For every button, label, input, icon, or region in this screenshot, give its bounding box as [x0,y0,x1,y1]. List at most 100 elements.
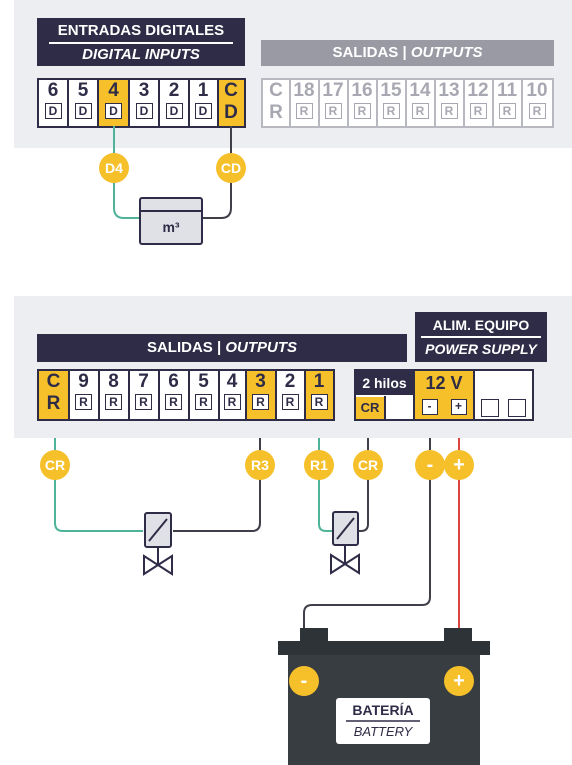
terminal-type: R [195,394,212,410]
wire-negative [303,478,431,668]
relay-terminal-block [37,369,335,421]
terminal-type: R [324,103,342,119]
divider [128,371,130,419]
terminal-type: R [281,394,299,410]
divider [128,80,130,126]
terminal-number: 4 [108,80,119,101]
minus-symbol: - [421,399,438,415]
outputs-title-en: OUTPUTS [225,339,298,356]
input-terminal-2: 2 D [160,80,188,126]
input-terminal-1: 1 D [189,80,217,126]
relay-terminal-2: 2 R [276,371,304,419]
divider [158,371,160,419]
terminal-number: 15 [380,80,402,101]
terminal-type: R [528,103,546,119]
wire-d4-meter [113,182,140,219]
divider [473,371,475,419]
terminal-number: 17 [322,80,344,101]
terminal-type: R [165,394,182,410]
divider [97,80,99,126]
badge-cd: CD [216,153,246,183]
battery-title: BATERÍA [352,702,414,718]
terminal-number: 18 [293,80,315,101]
battery-minus-terminal: - [289,666,319,696]
terminal-type: R [498,103,516,119]
terminal-number: 16 [351,80,373,101]
outputs-title-es: SALIDAS | [146,339,226,356]
outputs-title-en: OUTPUTS [410,44,483,61]
digital-inputs-banner: ENTRADAS DIGITALES DIGITAL INPUTS [37,18,245,66]
terminal-number: 14 [409,80,431,101]
input-terminal-4: 4 D [99,80,128,126]
relay-terminal-8: 8 R [99,371,128,419]
divider [217,80,219,126]
water-meter-icon [139,197,203,245]
output-terminal-13: 13 R [435,80,463,126]
terminal-number: 1 [197,80,209,101]
wire-cr-valve1 [54,478,143,532]
outputs-title-es: SALIDAS | [332,44,411,61]
relay-terminal-5: 5 R [189,371,218,419]
terminal-number: 2 [168,80,180,101]
terminal-type: R [75,394,92,410]
divider [98,371,100,419]
terminal-number: 13 [438,80,460,101]
terminal-number: 5 [198,371,209,392]
terminal-cd-bottom: D [224,102,238,123]
wire-r1-valve2 [318,478,333,532]
divider [188,80,190,126]
digital-inputs-subtitle: DIGITAL INPUTS [82,45,200,63]
divider [188,371,190,419]
input-terminal-3: 3 D [130,80,158,126]
terminal-cr-bottom: R [269,102,283,123]
divider [158,80,160,126]
badge-d4: D4 [99,153,129,183]
terminal-number: 7 [138,371,149,392]
wire-cd-meter [202,182,232,219]
badge-cr: CR [353,450,383,480]
divider [463,80,465,126]
terminal-type: R [223,394,241,410]
terminal-number: 8 [108,371,119,392]
output-terminal-16: 16 R [348,80,376,126]
empty-terminal [508,399,526,417]
terminal-type: R [295,103,313,119]
terminal-type: R [353,103,371,119]
two-wire-label: 2 hilos [356,371,413,395]
terminal-cd-top: C [224,80,238,101]
divider [405,80,407,126]
terminal-number: 1 [313,371,325,392]
terminal-number: 3 [255,371,266,392]
divider [289,80,291,126]
output-terminal-12: 12 R [464,80,492,126]
terminal-type: D [165,103,183,119]
output-terminal-18: 18 R [290,80,318,126]
badge-minus: - [415,450,445,480]
terminal-type: R [469,103,487,119]
terminal-number: 2 [284,371,296,392]
terminal-type: D [44,103,62,119]
terminal-number: 9 [78,371,89,392]
relay-terminal-9: 9 R [69,371,98,419]
solenoid-valve-icon [330,511,360,575]
empty-terminal [481,399,499,417]
divider [521,80,523,126]
battery-icon [278,628,490,765]
divider [413,371,415,419]
input-terminal-6: 6 D [39,80,67,126]
terminal-type: R [382,103,400,119]
terminal-cr-bottom: R [46,393,61,414]
power-terminal-minus: - [415,396,444,419]
digital-inputs-title: ENTRADAS DIGITALES [57,22,225,39]
divider [318,80,320,126]
terminal-type: D [194,103,212,119]
terminal-number: 6 [47,80,59,101]
terminal-number: 11 [496,80,518,101]
input-terminal-cd: C D [218,80,244,126]
divider [434,80,436,126]
output-terminal-15: 15 R [377,80,405,126]
divider [384,396,386,419]
input-terminal-5: 5 D [69,80,97,126]
terminal-type: D [105,103,122,119]
divider [492,80,494,126]
